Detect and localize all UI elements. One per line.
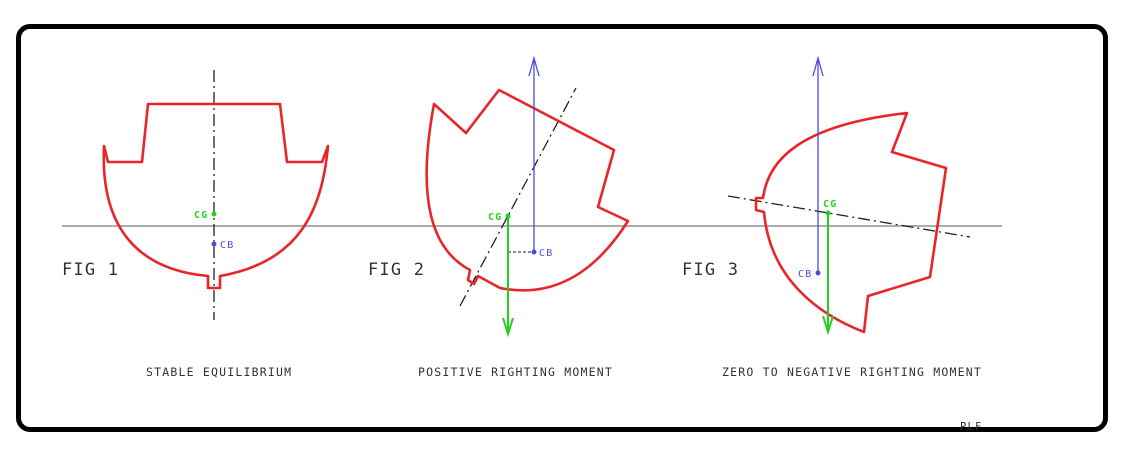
fig1-cb-label: CB <box>220 240 234 251</box>
fig3-cg-point <box>825 210 831 216</box>
fig2-hull <box>425 88 630 292</box>
fig3-centerline <box>727 195 971 238</box>
fig3-caption: ZERO TO NEGATIVE RIGHTING MOMENT <box>722 365 982 379</box>
fig1-hull <box>102 102 330 290</box>
fig-3: CB CG FIG 3 ZERO TO NEGATIVE RIGHTING MO… <box>682 55 982 379</box>
fig3-label: FIG 3 <box>682 260 739 280</box>
fig2-caption: POSITIVE RIGHTING MOMENT <box>418 365 613 379</box>
fig2-cb-point <box>531 249 537 255</box>
fig2-cg-point <box>505 213 511 219</box>
fig3-hull <box>754 111 948 334</box>
fig2-cb-label: CB <box>539 248 553 259</box>
fig1-cg-label: CG <box>194 210 208 221</box>
fig2-centerline <box>459 87 577 307</box>
fig1-cb-point <box>211 241 217 247</box>
fig1-cg-point <box>211 211 217 217</box>
fig-2: CB CG FIG 2 POSITIVE RIGHTING MOMENT <box>368 55 630 379</box>
diagram-frame <box>16 24 1108 432</box>
fig3-gravity-arrowhead <box>822 315 834 336</box>
fig2-gravity-arrowhead <box>502 317 514 338</box>
fig3-cg-label: CG <box>823 199 837 210</box>
author-initials: PLF <box>960 421 983 433</box>
fig3-cb-label: CB <box>798 269 812 280</box>
fig3-buoyancy-arrowhead <box>812 55 824 77</box>
fig2-buoyancy-arrowhead <box>528 55 540 77</box>
fig1-caption: STABLE EQUILIBRIUM <box>146 365 292 379</box>
fig3-cb-point <box>815 270 821 276</box>
fig-1: CG CB FIG 1 STABLE EQUILIBRIUM <box>62 70 330 379</box>
fig2-cg-label: CG <box>488 212 502 223</box>
fig2-label: FIG 2 <box>368 260 425 280</box>
fig1-label: FIG 1 <box>62 260 119 280</box>
